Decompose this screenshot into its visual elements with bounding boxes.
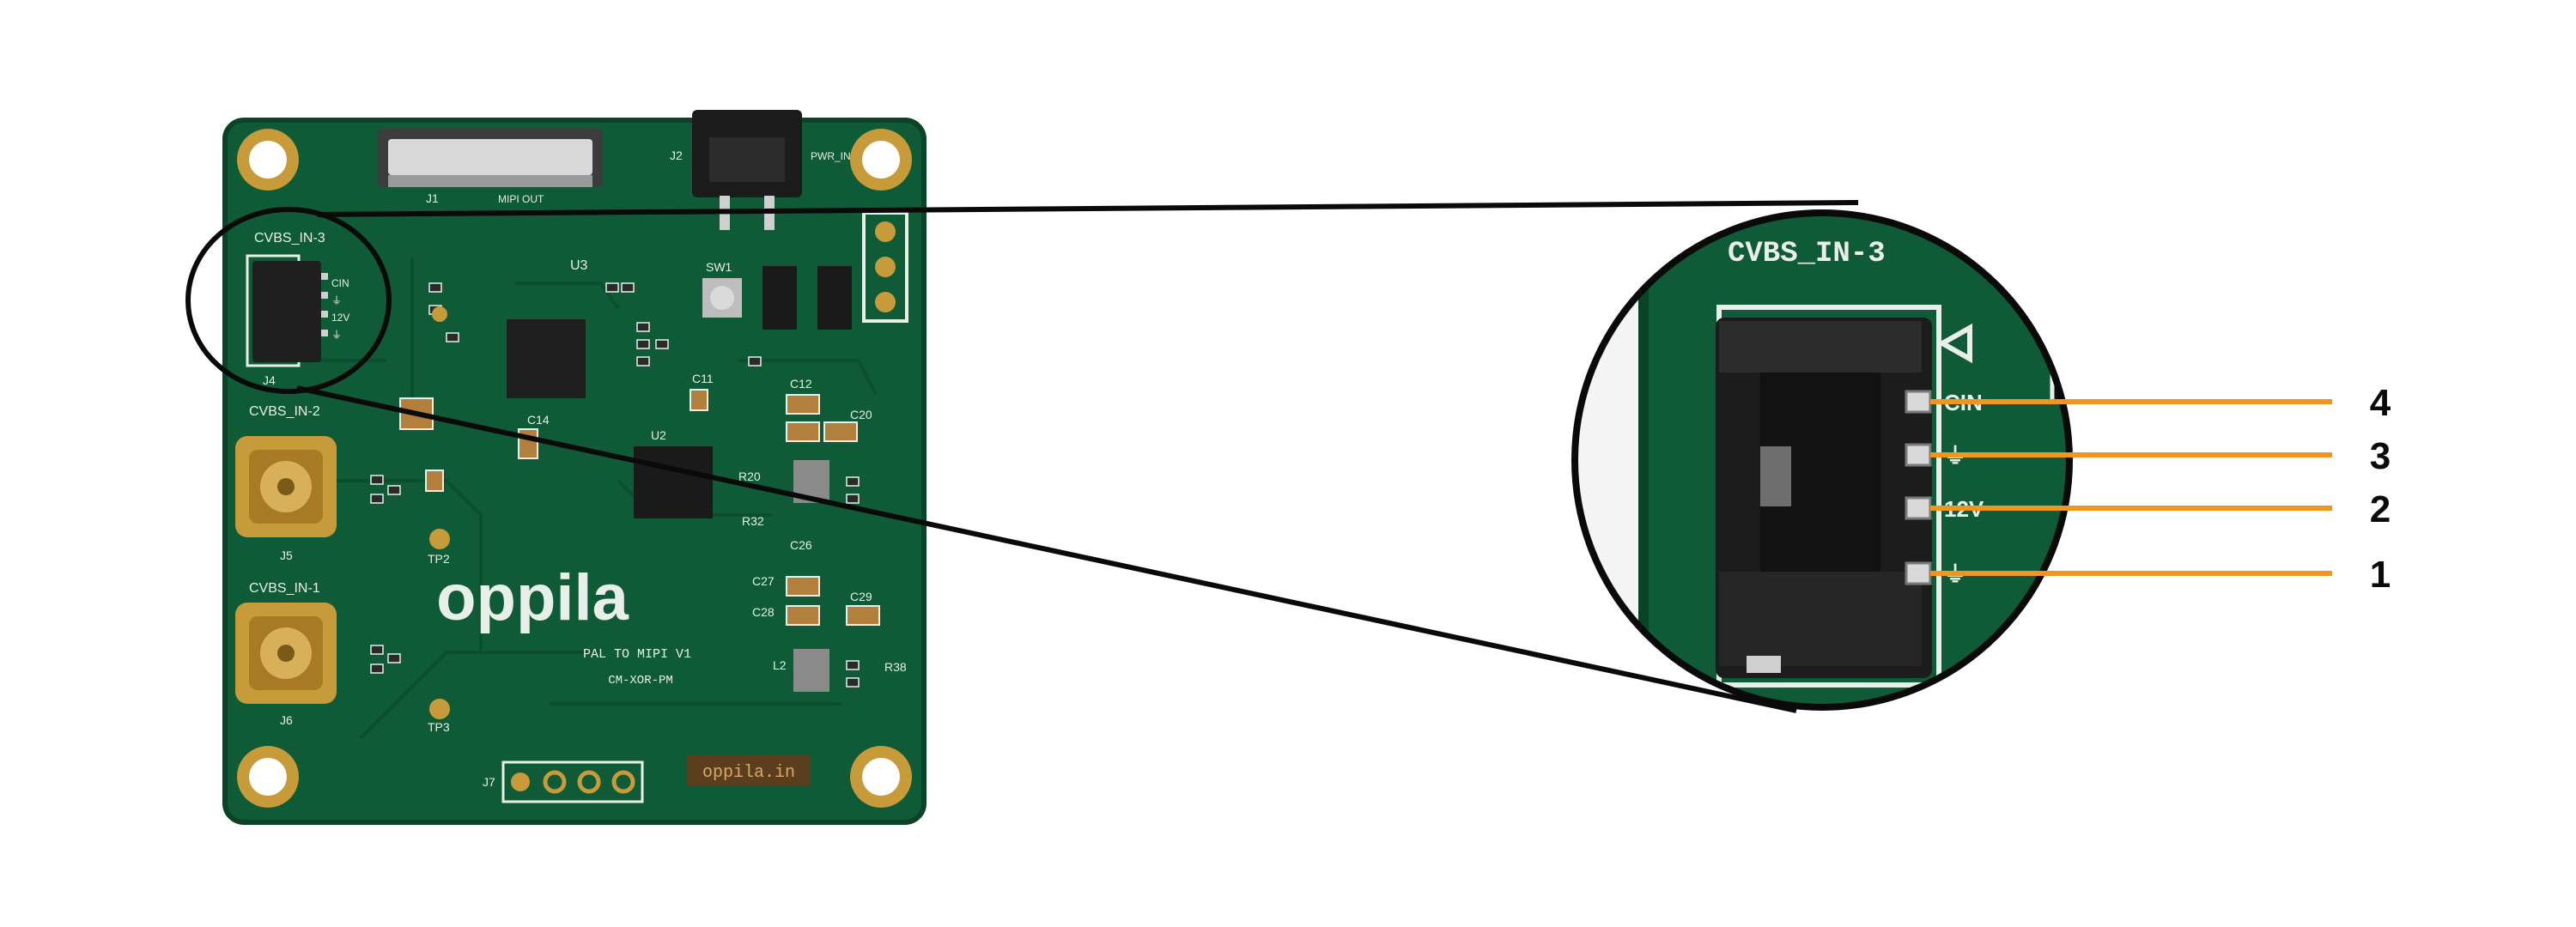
label-c26: C26: [790, 538, 812, 552]
label-sw1: SW1: [706, 260, 732, 274]
board-substrate: [225, 120, 924, 822]
callout-number-3: 3: [2370, 435, 2391, 477]
label-c14: C14: [527, 413, 550, 427]
test-point-small: [432, 306, 447, 322]
label-u2: U2: [651, 428, 666, 442]
cvbs-in-3-connector-small: [246, 254, 328, 367]
label-l2: L2: [773, 658, 787, 672]
zoom-connector-body: [1716, 318, 1932, 678]
regulator-ic-u2: [634, 446, 713, 518]
label-j2: J2: [670, 148, 683, 162]
diode-d2: [817, 266, 852, 330]
zoom-link-line-bottom: [296, 385, 1797, 713]
label-c28: C28: [752, 605, 775, 619]
pin-mark-12v-small: 12V: [331, 312, 349, 324]
label-r20: R20: [738, 470, 761, 483]
label-j6: J6: [280, 713, 293, 727]
pin-mark-gnd-small-lower: ⏚: [331, 329, 342, 341]
label-u3: U3: [570, 258, 588, 273]
pcb-board: CVBS_IN-3 CVBS_IN-2 CVBS_IN-1 J1 J2 J4 J…: [185, 110, 927, 825]
callout-number-4: 4: [2370, 382, 2391, 424]
label-r38: R38: [884, 660, 907, 674]
label-c12: C12: [790, 377, 812, 391]
mipi-fpc-connector: [378, 129, 603, 187]
decoder-ic: [507, 319, 586, 398]
pin-mark-gnd-small-upper: ⏚: [331, 294, 342, 306]
label-j4: J4: [263, 373, 276, 387]
label-r32: R32: [742, 514, 764, 528]
label-tp3: TP3: [428, 720, 450, 734]
label-tp2: TP2: [428, 552, 450, 566]
label-c29: C29: [850, 590, 872, 603]
label-c20: C20: [850, 408, 872, 421]
label-cvbs-in-3: CVBS_IN-3: [254, 231, 325, 245]
inductor-l2: [793, 649, 829, 692]
sma-connector-j5: [235, 436, 337, 537]
zoom-board-edge: [1638, 213, 1649, 707]
label-mipi-out: MIPI OUT: [498, 193, 544, 205]
label-c11: C11: [692, 372, 714, 385]
pin-mark-cin-small: CIN: [331, 277, 349, 289]
board-part-number: CM-XOR-PM: [608, 674, 673, 688]
label-j1: J1: [426, 191, 439, 205]
zoom-link-line-top: [317, 200, 1859, 217]
header-j7: [501, 760, 644, 803]
callout-number-1: 1: [2370, 554, 2391, 596]
sma-connector-j6: [235, 603, 337, 704]
smd-resistors: [370, 282, 860, 688]
header-3pin: [862, 211, 908, 323]
pin-callouts: 4 3 2 1: [1930, 382, 2391, 596]
label-j5: J5: [280, 548, 293, 562]
label-pwr-in: PWR_IN: [811, 150, 851, 162]
zoom-detail-outline: [1571, 209, 2073, 711]
connector-highlight-circle: [185, 207, 392, 394]
website-badge: oppila.in: [702, 763, 795, 783]
power-connector: [692, 110, 802, 230]
diode-d1: [762, 266, 797, 330]
switch-button: [710, 286, 734, 310]
brand-logo: oppila: [436, 561, 629, 634]
label-c27: C27: [752, 574, 775, 588]
mounting-holes: [237, 129, 912, 808]
label-j7: J7: [483, 775, 495, 789]
website-badge-bg: [687, 755, 811, 786]
test-point-tp2: [429, 529, 450, 549]
label-cvbs-in-2: CVBS_IN-2: [249, 404, 320, 419]
zoom-pin1-triangle: [1936, 323, 1972, 364]
zoom-detail-view: CVBS_IN-3 CIN ⏚ 12V ⏚: [1575, 213, 2069, 707]
test-point-tp3: [429, 699, 450, 719]
callout-number-2: 2: [2370, 488, 2391, 530]
board-edge: [222, 118, 927, 825]
board-title: PAL TO MIPI V1: [583, 647, 691, 662]
zoom-label-cvbs-in-3: CVBS_IN-3: [1728, 238, 1886, 270]
label-cvbs-in-1: CVBS_IN-1: [249, 581, 320, 596]
